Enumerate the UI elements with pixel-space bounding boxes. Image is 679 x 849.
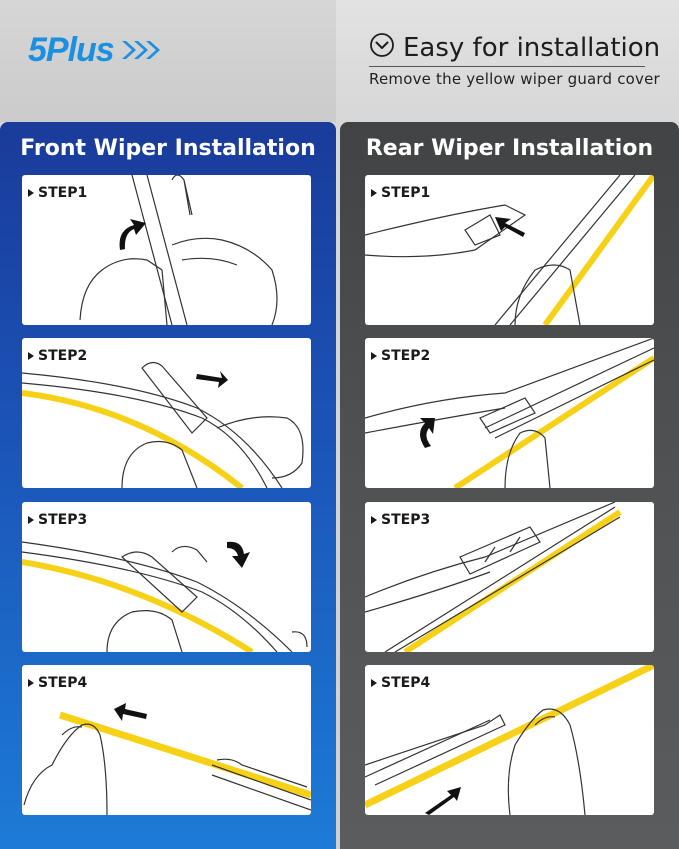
check-circle-icon [369, 32, 395, 63]
rear-installation-panel: Rear Wiper Installation STEP1 STEP2 [340, 122, 679, 849]
top-left-header [0, 0, 336, 122]
rear-step-1-illustration [365, 175, 654, 325]
play-triangle-icon [371, 516, 377, 524]
play-triangle-icon [28, 189, 34, 197]
play-triangle-icon [28, 516, 34, 524]
feature-subtitle: Remove the yellow wiper guard cover [369, 70, 660, 88]
rear-step-4-label: STEP4 [371, 675, 430, 691]
front-step-4-label: STEP4 [28, 675, 87, 691]
rear-step-2-label: STEP2 [371, 348, 430, 364]
play-triangle-icon [371, 352, 377, 360]
front-step-3-illustration [22, 541, 308, 652]
rear-step-2-card: STEP2 [365, 338, 654, 488]
play-triangle-icon [371, 189, 377, 197]
front-step-3-label: STEP3 [28, 512, 87, 528]
front-step-3-card: STEP3 [22, 502, 311, 652]
chevrons-icon [120, 39, 162, 61]
front-step-1-label: STEP1 [28, 185, 87, 201]
rear-step-3-card: STEP3 [365, 502, 654, 652]
front-step-4-card: STEP4 [22, 665, 311, 815]
rear-step-4-card: STEP4 [365, 665, 654, 815]
front-step-2-label: STEP2 [28, 348, 87, 364]
feature-title: Easy for installation [403, 32, 661, 63]
front-step-1-illustration [79, 175, 278, 325]
front-step-1-card: STEP1 [22, 175, 311, 325]
rear-step-2-illustration [365, 338, 654, 488]
front-step-2-card: STEP2 [22, 338, 311, 488]
front-panel-title: Front Wiper Installation [20, 136, 316, 161]
rear-panel-title: Rear Wiper Installation [365, 136, 654, 161]
front-step-4-illustration [23, 703, 311, 815]
rear-step-1-card: STEP1 [365, 175, 654, 325]
brand-name: 5Plus [28, 30, 115, 69]
play-triangle-icon [28, 352, 34, 360]
brand-logo: 5Plus [28, 30, 162, 70]
rear-step-3-illustration [365, 502, 622, 652]
front-step-2-illustration [22, 361, 304, 488]
play-triangle-icon [28, 679, 34, 687]
feature-heading: Easy for installation [369, 32, 660, 63]
feature-divider [369, 66, 645, 67]
front-installation-panel: Front Wiper Installation STEP1 STEP2 [0, 122, 336, 849]
top-right-header [336, 0, 679, 122]
rear-step-3-label: STEP3 [371, 512, 430, 528]
rear-step-1-label: STEP1 [371, 185, 430, 201]
rear-step-4-illustration [365, 665, 654, 815]
play-triangle-icon [371, 679, 377, 687]
